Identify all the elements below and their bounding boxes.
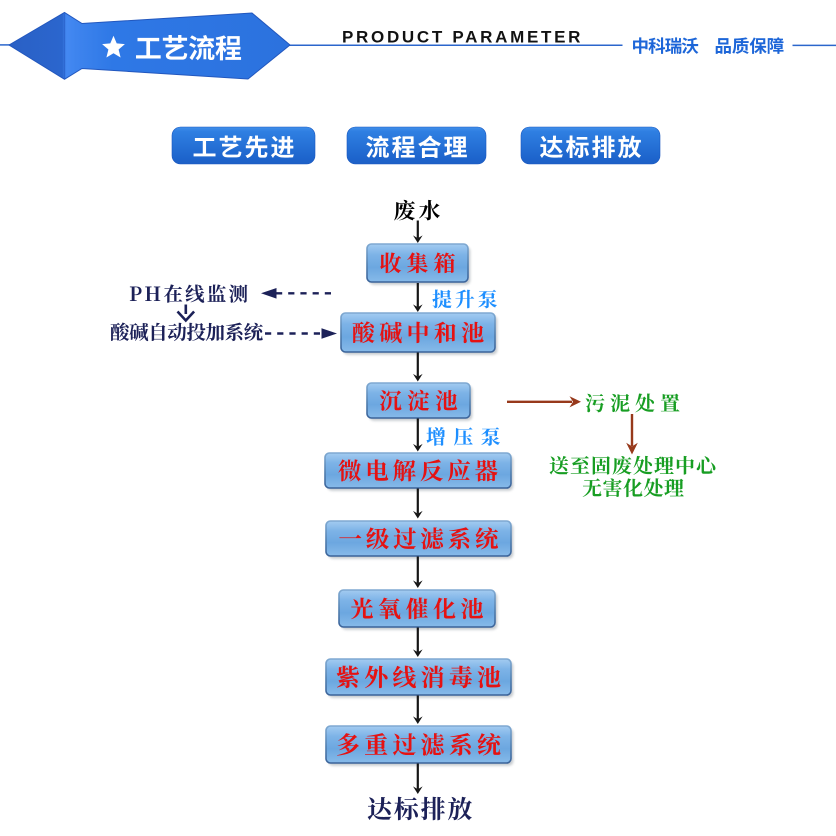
- svg-text:PRODUCT PARAMETER: PRODUCT PARAMETER: [342, 28, 583, 47]
